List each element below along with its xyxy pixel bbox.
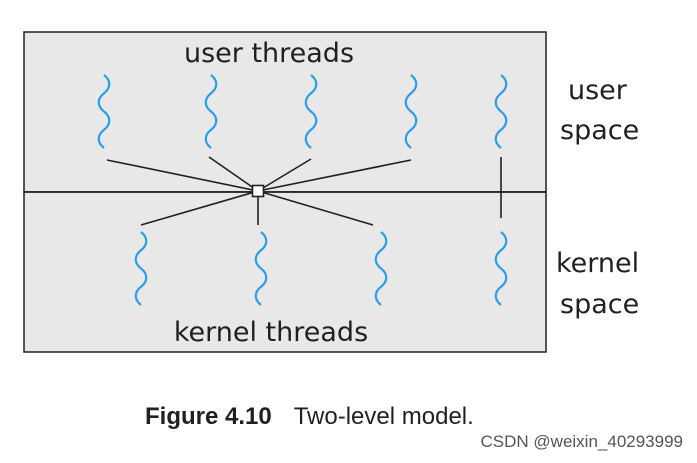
kernel-space-label-line1: kernel <box>556 248 640 279</box>
kernel-threads-label: kernel threads <box>174 317 368 348</box>
threads-group <box>97 74 508 306</box>
kernel-thread-1 <box>134 231 148 306</box>
user-thread-4-connector <box>257 159 412 192</box>
user-space-label-line2: space <box>560 115 640 146</box>
watermark: CSDN @weixin_40293999 <box>480 432 683 451</box>
user-thread-1 <box>97 74 111 149</box>
user-space-panel <box>23 31 547 193</box>
figure-title: Two-level model. <box>293 403 474 430</box>
user-space-label-line1: user <box>568 75 627 106</box>
user-thread-3 <box>304 74 318 149</box>
kernel-thread-2 <box>254 231 268 306</box>
multiplexer-node <box>251 184 265 198</box>
user-threads-label: user threads <box>184 38 354 69</box>
user-thread-3-connector <box>257 158 312 192</box>
thread-connections <box>106 156 502 226</box>
user-thread-4 <box>404 74 418 149</box>
kernel-space-label-line2: space <box>560 289 640 320</box>
kernel-space-panel <box>23 191 547 353</box>
figure-caption: Figure 4.10 Two-level model. <box>145 403 474 431</box>
user-thread-1-connector <box>106 159 259 192</box>
user-thread-2 <box>204 74 218 149</box>
user-thread-2-connector <box>208 156 259 192</box>
kernel-thread-3-connector <box>257 190 374 226</box>
kernel-thread-1-connector <box>140 190 259 226</box>
kernel-thread-4 <box>494 231 508 306</box>
user-thread-5 <box>494 74 508 149</box>
two-level-model-diagram: user threads kernel threads <box>23 31 547 353</box>
figure-number: Figure 4.10 <box>145 403 272 430</box>
kernel-thread-3 <box>374 231 388 306</box>
